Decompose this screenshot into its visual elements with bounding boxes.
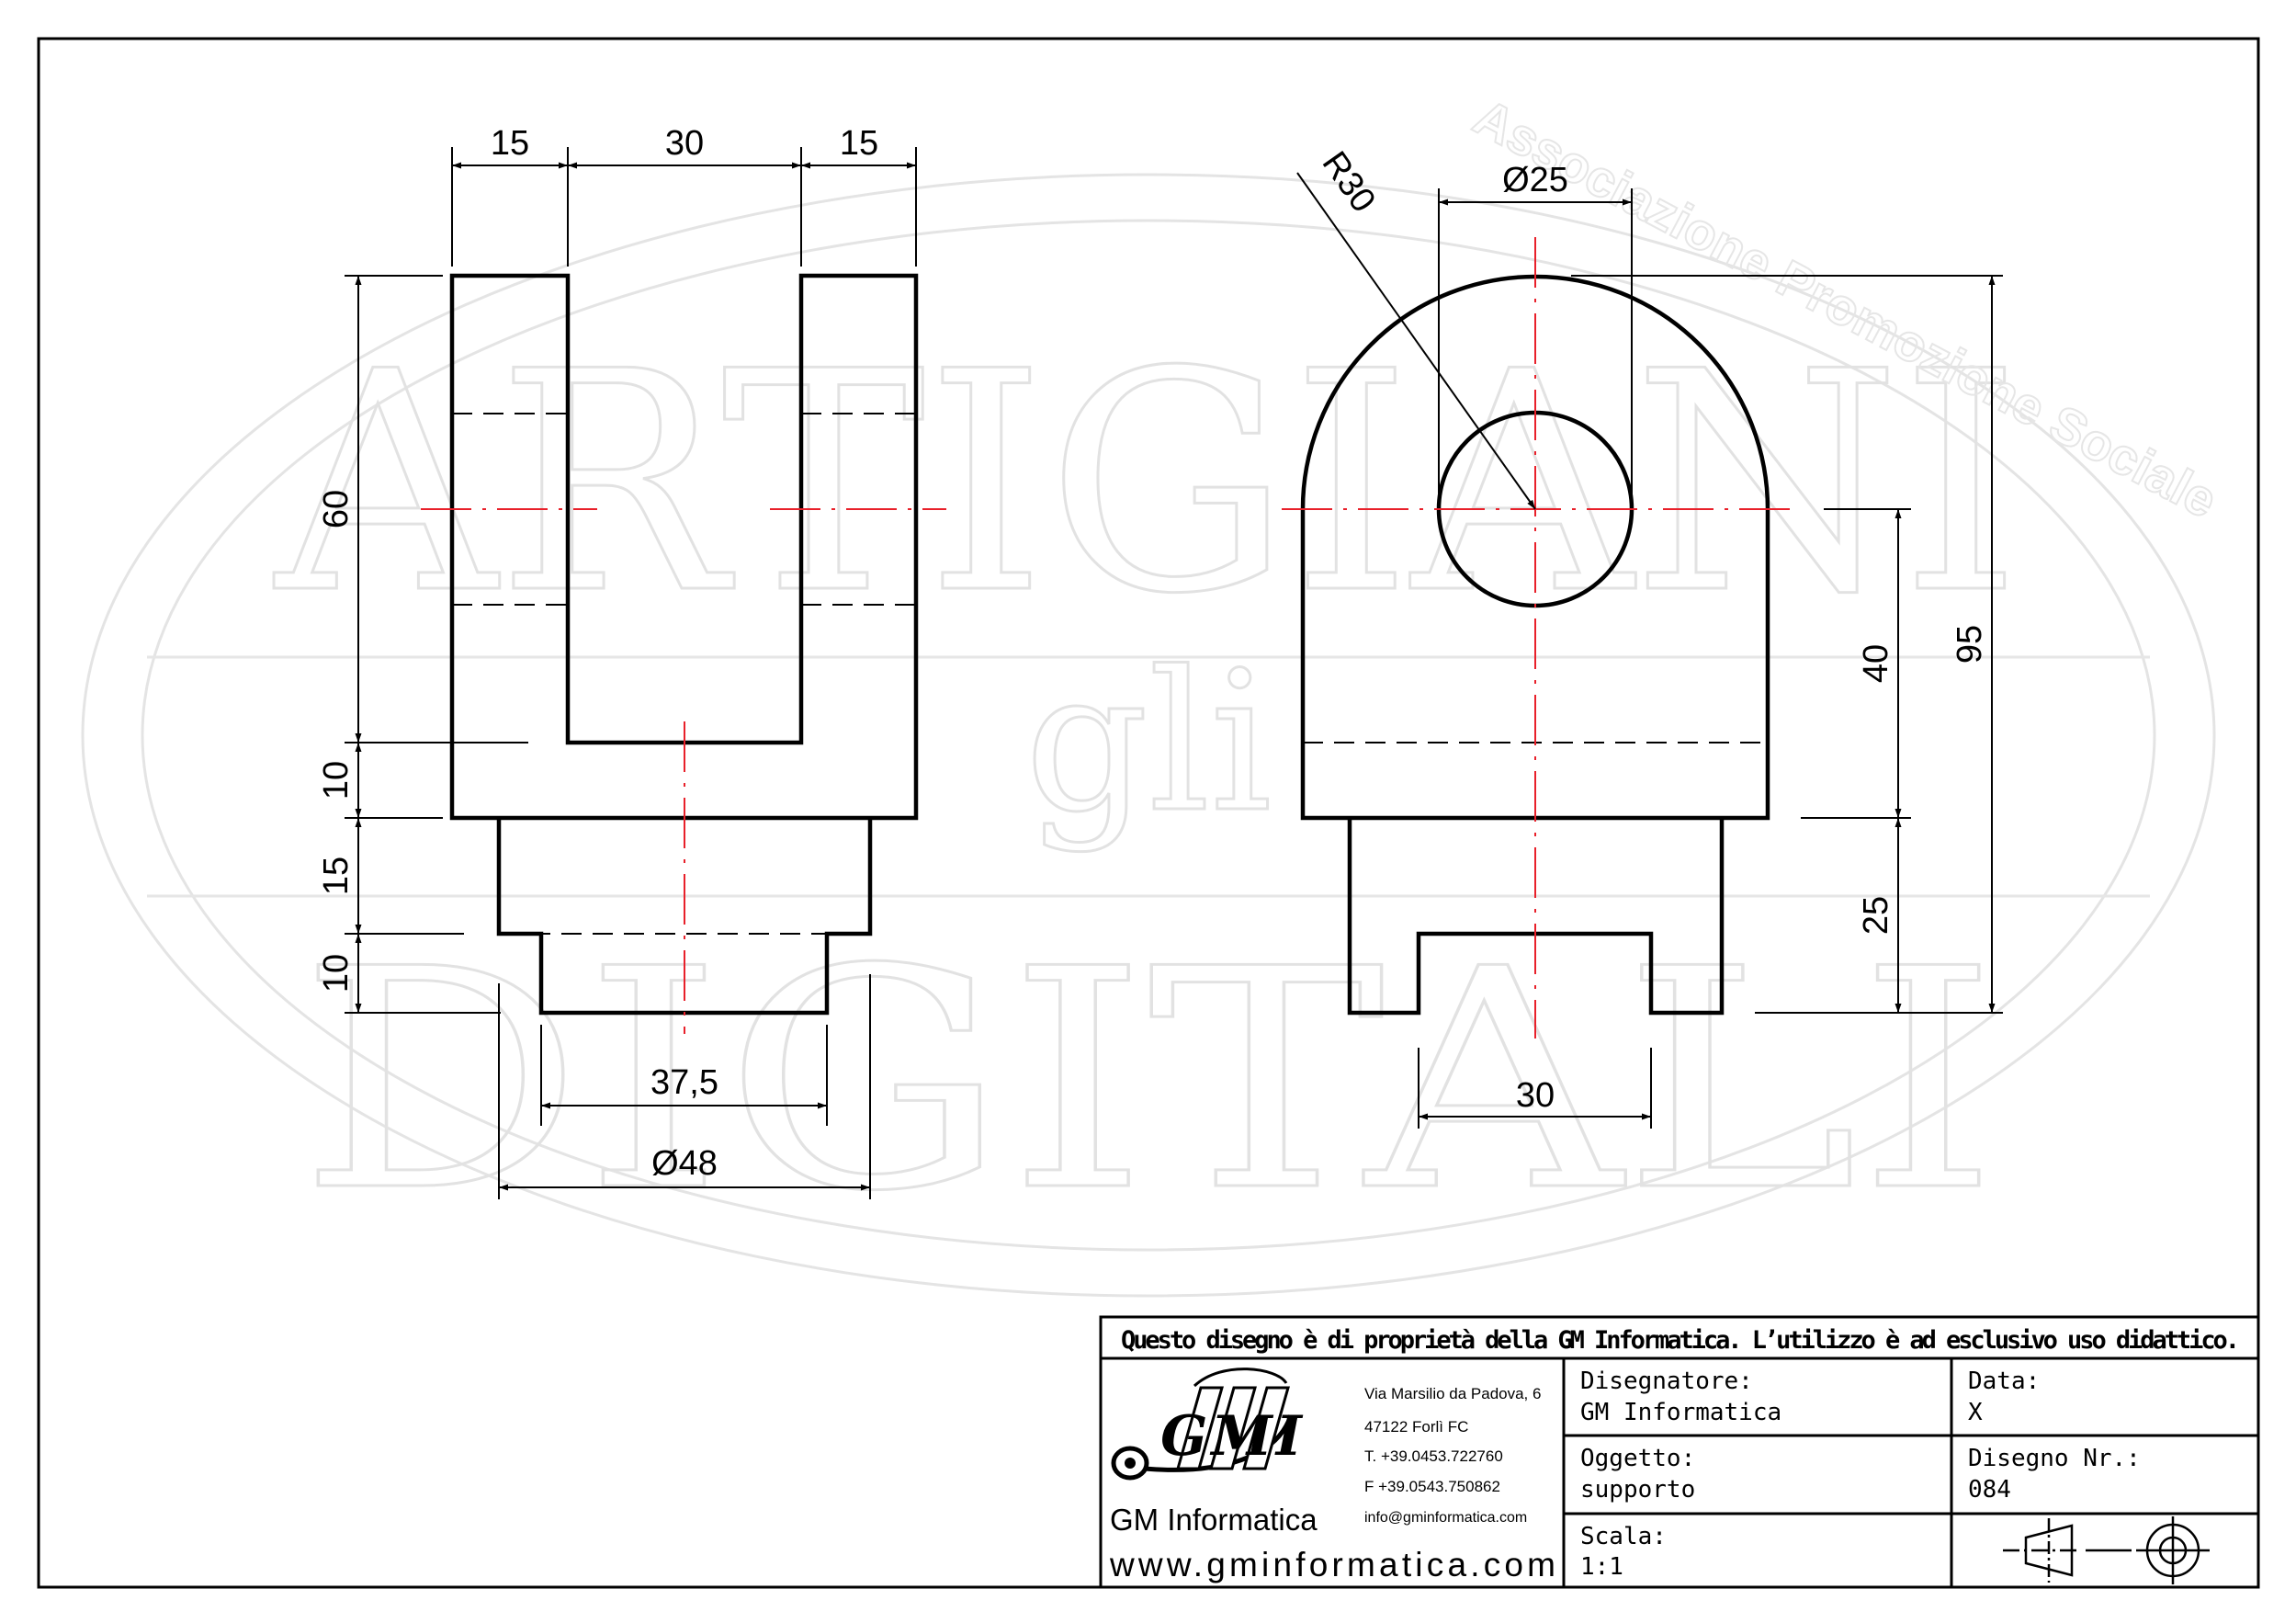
dim-side-hole-diameter: Ø25 xyxy=(1502,161,1568,199)
fax-number: F +39.0543.750862 xyxy=(1364,1478,1500,1495)
address-line-1: Via Marsilio da Padova, 6 xyxy=(1364,1385,1541,1402)
designer-value: GM Informatica xyxy=(1580,1399,1781,1426)
company-website[interactable]: www.gminformatica.com xyxy=(1109,1546,1555,1583)
side-view-body xyxy=(1300,274,1770,821)
object-value: supporto xyxy=(1580,1476,1695,1504)
front-dimensions xyxy=(345,147,917,1199)
dim-front-top-mid: 30 xyxy=(665,124,704,163)
first-angle-projection-icon xyxy=(2003,1516,2210,1584)
dim-side-height-95: 95 xyxy=(1951,625,1989,664)
dim-side-height-25: 25 xyxy=(1857,896,1895,935)
drawing-number-label: Disegno Nr.: xyxy=(1968,1445,2141,1472)
front-center-lines xyxy=(421,508,946,1034)
front-view-outline xyxy=(449,273,919,821)
address-line-2: 47122 Forlì FC xyxy=(1364,1418,1468,1436)
email-address[interactable]: info@gminformatica.com xyxy=(1364,1510,1527,1526)
front-hidden-lines xyxy=(452,413,916,935)
dim-side-width-30: 30 xyxy=(1516,1076,1555,1115)
drawing-number-value: 084 xyxy=(1968,1476,2011,1504)
dim-side-height-40: 40 xyxy=(1857,644,1895,683)
date-label: Data: xyxy=(1968,1368,2040,1395)
dim-front-height-10a: 10 xyxy=(317,761,356,800)
title-block: Questo disegno è di proprietà della GM I… xyxy=(1099,1315,2260,1589)
side-dimensions xyxy=(1296,172,2003,1129)
watermark-middle-word: gli xyxy=(1025,630,1272,855)
company-name: GM Informatica xyxy=(1110,1503,1318,1537)
side-view xyxy=(1282,237,1790,1038)
date-value: X xyxy=(1968,1399,1983,1426)
phone-number: T. +39.0453.722760 xyxy=(1364,1447,1503,1465)
dim-front-height-15: 15 xyxy=(317,857,356,895)
dim-front-diameter-48: Ø48 xyxy=(651,1144,718,1183)
scale-label: Scala: xyxy=(1580,1523,1667,1550)
object-label: Oggetto: xyxy=(1580,1445,1695,1472)
dim-front-top-right: 15 xyxy=(840,124,878,163)
gmi-logo: GMI xyxy=(1111,1368,1306,1481)
dim-front-height-10b: 10 xyxy=(317,954,356,993)
front-view xyxy=(421,273,946,1034)
gmi-logo-letters: GMI xyxy=(1160,1404,1306,1469)
title-block-notice: Questo disegno è di proprietà della GM I… xyxy=(1121,1326,2240,1355)
scale-value: 1:1 xyxy=(1580,1553,1623,1581)
designer-label: Disegnatore: xyxy=(1580,1368,1753,1395)
watermark-top-word: ARTIGIANI xyxy=(271,307,2021,660)
dim-front-top-left: 15 xyxy=(491,124,529,163)
side-center-lines xyxy=(1282,237,1790,1038)
watermark-bottom-word: DIGITALI xyxy=(299,904,1998,1257)
watermark: ARTIGIANI gli DIGITALI Associazione Prom… xyxy=(81,86,2228,1298)
dim-front-height-60: 60 xyxy=(317,490,356,528)
dim-front-width-37-5: 37,5 xyxy=(650,1063,718,1102)
